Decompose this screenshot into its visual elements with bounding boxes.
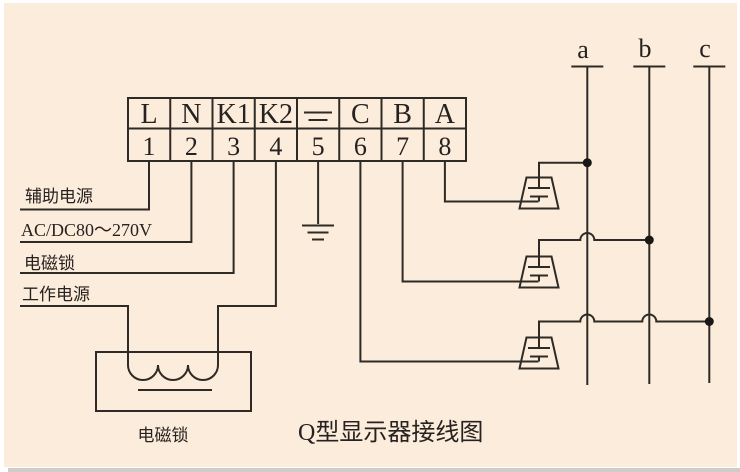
power-connections: 辅助电源 AC/DC80～270V 电磁锁 工作电源 <box>20 161 277 365</box>
terminal-number-8: 8 <box>438 132 451 161</box>
ct2-core-symbol <box>528 256 550 282</box>
wire-terminal6-ct3 <box>359 161 539 363</box>
phase-label-b: b <box>639 34 652 63</box>
terminal-number-7: 7 <box>396 132 409 161</box>
terminal-label-B: B <box>393 99 412 130</box>
earth-ground-icon <box>302 161 334 241</box>
ct2-lead-to-phase-b <box>538 232 650 257</box>
phase-label-c: c <box>699 34 711 63</box>
label-voltage-range: AC/DC80～270V <box>21 220 152 240</box>
phase-line-a <box>571 65 604 385</box>
terminal-label-K1: K1 <box>216 99 250 130</box>
terminal-number-6: 6 <box>354 132 367 161</box>
electromagnetic-lock-coil: 电磁锁 <box>95 351 252 445</box>
junction-dot-phase-c <box>704 317 714 326</box>
page-bottom-edge <box>8 468 740 472</box>
current-transformer-icon-a <box>518 161 588 210</box>
terminal-block-cell-dividers <box>169 98 425 161</box>
ct-secondary-wires <box>359 161 539 363</box>
ct1-core-symbol <box>528 177 550 202</box>
wire-terminal8-ct1 <box>443 161 539 203</box>
ct1-clamp-outline <box>518 176 560 210</box>
coil-winding-icon <box>127 364 219 381</box>
terminal-label-K2: K2 <box>259 99 293 130</box>
wire-terminal2-acdc <box>20 161 193 243</box>
current-transformer-icon-c <box>518 313 710 370</box>
terminal-number-2: 2 <box>185 132 198 161</box>
diagram-paper-background <box>4 3 737 467</box>
current-transformer-icon-b <box>518 232 650 289</box>
functional-earth-icon <box>304 111 332 121</box>
earth-ground-bars <box>302 224 334 241</box>
terminal-label-A: A <box>435 99 456 130</box>
wire-terminal3-magnetic-lock <box>20 161 235 274</box>
phase-line-b <box>633 65 666 384</box>
terminal-number-5: 5 <box>312 132 325 161</box>
terminal-number-4: 4 <box>269 132 282 161</box>
label-magnetic-lock: 电磁锁 <box>24 254 75 273</box>
ct3-clamp-outline <box>518 336 560 370</box>
ct3-lead-to-phase-c <box>538 313 710 338</box>
wire-terminal7-ct2 <box>401 161 539 283</box>
label-aux-power: 辅助电源 <box>25 187 93 206</box>
terminal-label-L: L <box>140 99 157 130</box>
terminal-number-3: 3 <box>227 132 240 161</box>
terminal-block: L N K1 K2 C B A 1 2 3 4 5 6 7 8 <box>127 97 467 162</box>
phase-lines: a b c <box>571 34 726 385</box>
junction-dot-phase-b <box>644 235 654 245</box>
label-coil: 电磁锁 <box>138 426 189 445</box>
phase-label-a: a <box>577 35 589 64</box>
terminal-number-1: 1 <box>143 132 156 161</box>
wire-terminal4-to-coil <box>217 161 277 365</box>
wire-working-power-to-coil <box>20 305 129 365</box>
wire-terminal1-aux-power <box>20 161 150 211</box>
diagram-title: Q型显示器接线图 <box>298 419 483 446</box>
label-working-power: 工作电源 <box>22 285 90 304</box>
junction-dot-phase-a <box>582 158 592 168</box>
terminal-label-C: C <box>351 99 370 130</box>
coil-box-outline <box>95 351 252 412</box>
ct2-clamp-outline <box>518 255 560 289</box>
phase-line-c <box>693 65 726 383</box>
terminal-label-N: N <box>181 99 201 130</box>
ct1-lead-to-phase-a <box>538 161 588 178</box>
ct3-core-symbol <box>528 337 550 362</box>
